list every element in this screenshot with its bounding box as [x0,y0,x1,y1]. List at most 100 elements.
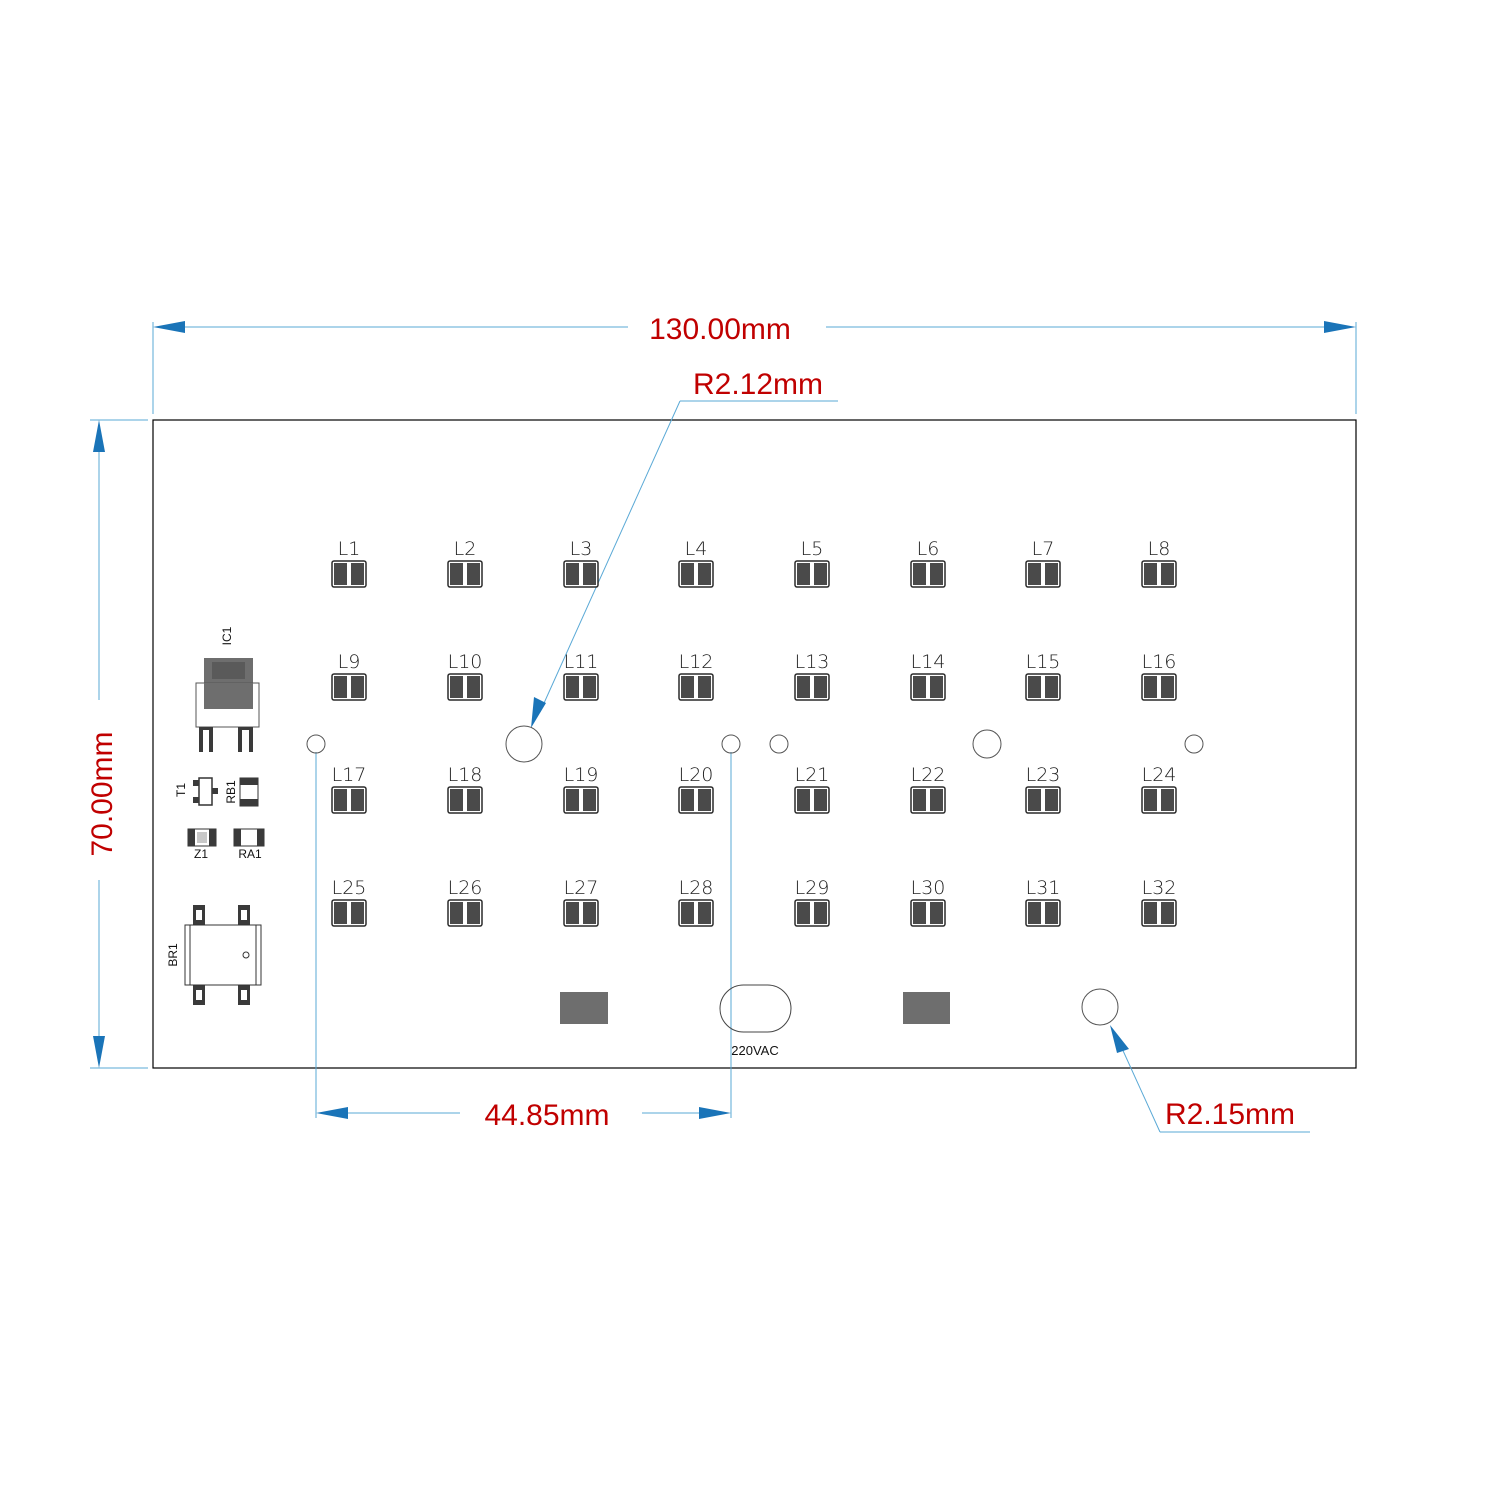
led-l27: L27 [563,877,599,927]
width-dimension: 130.00mm [152,313,1357,414]
mounting-hole-large [1081,988,1119,1026]
led-pad [334,676,347,698]
hole-spacing-dimension: 44.85mm [315,752,732,1132]
led-pad [797,902,810,924]
width-label: 130.00mm [649,313,791,346]
led-pad [913,676,926,698]
led-pad [467,563,480,585]
led-pad [1045,676,1058,698]
led-pad [1045,789,1058,811]
arrow-icon [531,697,546,728]
arrow-left-icon [153,321,185,333]
led-l15: L15 [1025,651,1061,701]
arrow-up-icon [93,420,105,452]
led-pad [450,563,463,585]
led-pad [681,676,694,698]
mounting-hole [306,734,326,754]
z1-component: Z1 [187,828,217,861]
led-pad [583,789,596,811]
led-l17: L17 [331,764,367,814]
led-label: L14 [911,651,946,673]
led-l6: L6 [910,538,946,588]
led-label: L13 [795,651,830,673]
pad [560,992,608,1024]
led-pad [450,789,463,811]
ic1-label: IC1 [220,626,234,645]
led-pad [1045,563,1058,585]
arrow-down-icon [93,1036,105,1068]
led-l13: L13 [794,651,830,701]
t1-label: T1 [174,783,188,797]
led-pad [930,789,943,811]
mounting-hole [721,734,741,754]
led-pad [1028,563,1041,585]
led-pad [681,902,694,924]
led-pad [1161,563,1174,585]
br1-label: BR1 [166,943,180,967]
led-label: L7 [1032,538,1055,560]
connector-label: 220VAC [731,1043,778,1058]
led-pad [698,789,711,811]
led-pad [583,563,596,585]
led-label: L2 [454,538,477,560]
led-l19: L19 [563,764,599,814]
led-l11: L11 [563,651,599,701]
led-label: L31 [1026,877,1061,899]
t1-component: T1 [174,777,218,806]
led-label: L20 [679,764,714,786]
led-l18: L18 [447,764,483,814]
led-pad [797,789,810,811]
led-pad [566,789,579,811]
led-l20: L20 [678,764,714,814]
br1-component: BR1 [166,905,262,1005]
led-pad [566,563,579,585]
led-pad [334,789,347,811]
arrow-right-icon [1324,321,1356,333]
led-label: L23 [1026,764,1061,786]
mounting-holes [306,725,1204,1026]
height-dimension: 70.00mm [86,419,148,1069]
led-pad [1144,676,1157,698]
led-pad [797,563,810,585]
z1-label: Z1 [194,847,208,861]
led-l10: L10 [447,651,483,701]
led-pad [566,902,579,924]
led-pad [913,563,926,585]
led-label: L11 [564,651,599,673]
led-pad [814,902,827,924]
led-l26: L26 [447,877,483,927]
arrow-right-icon [699,1107,731,1119]
led-l7: L7 [1025,538,1061,588]
led-l1: L1 [331,538,367,588]
board-outline [152,419,1357,1069]
led-pad [913,902,926,924]
led-l24: L24 [1141,764,1177,814]
led-label: L29 [795,877,830,899]
led-label: L25 [332,877,367,899]
led-pad [814,563,827,585]
led-pad [583,902,596,924]
led-pad [698,902,711,924]
led-pad [930,676,943,698]
height-label: 70.00mm [86,731,119,856]
ic1-component: IC1 [195,626,260,752]
led-label: L30 [911,877,946,899]
arrow-left-icon [316,1107,348,1119]
led-label: L4 [685,538,708,560]
led-pad [1144,789,1157,811]
led-pad [1161,789,1174,811]
led-label: L15 [1026,651,1061,673]
led-l5: L5 [794,538,830,588]
mounting-hole-large [972,729,1002,759]
led-label: L28 [679,877,714,899]
led-label: L10 [448,651,483,673]
arrow-icon [1110,1025,1129,1053]
led-l21: L21 [794,764,830,814]
led-l28: L28 [678,877,714,927]
led-label: L26 [448,877,483,899]
led-pad [814,789,827,811]
led-pad [698,563,711,585]
led-label: L9 [338,651,361,673]
led-label: L16 [1142,651,1177,673]
